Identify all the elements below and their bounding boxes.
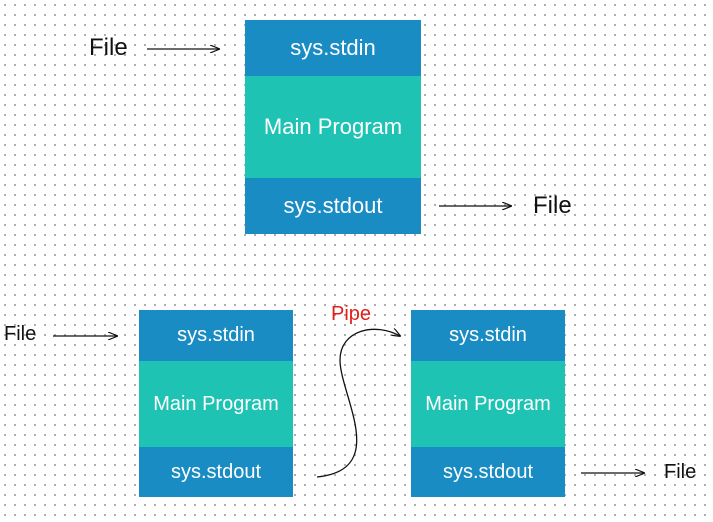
top-output-file-label: File [533, 192, 572, 219]
top-stdin-box: sys.stdin [245, 20, 421, 76]
bottom-left-stdout-box: sys.stdout [139, 447, 293, 497]
bottom-right-stdin-box: sys.stdin [411, 310, 565, 361]
pipe-curve [316, 329, 400, 478]
pipe-label: Pipe [331, 303, 372, 325]
top-program-block: sys.stdin Main Program sys.stdout [245, 20, 421, 234]
top-main-program-box: Main Program [245, 76, 421, 178]
bottom-left-main-program-box: Main Program [139, 361, 293, 447]
top-stdout-box: sys.stdout [245, 178, 421, 234]
bottom-left-program-block: sys.stdin Main Program sys.stdout [139, 310, 293, 497]
bottom-input-file-label: File [4, 323, 37, 345]
bottom-output-file-label: File [664, 461, 697, 483]
bottom-left-stdin-box: sys.stdin [139, 310, 293, 361]
bottom-right-main-program-box: Main Program [411, 361, 565, 447]
bottom-right-stdout-box: sys.stdout [411, 447, 565, 497]
bottom-right-program-block: sys.stdin Main Program sys.stdout [411, 310, 565, 497]
top-input-file-label: File [89, 34, 128, 61]
